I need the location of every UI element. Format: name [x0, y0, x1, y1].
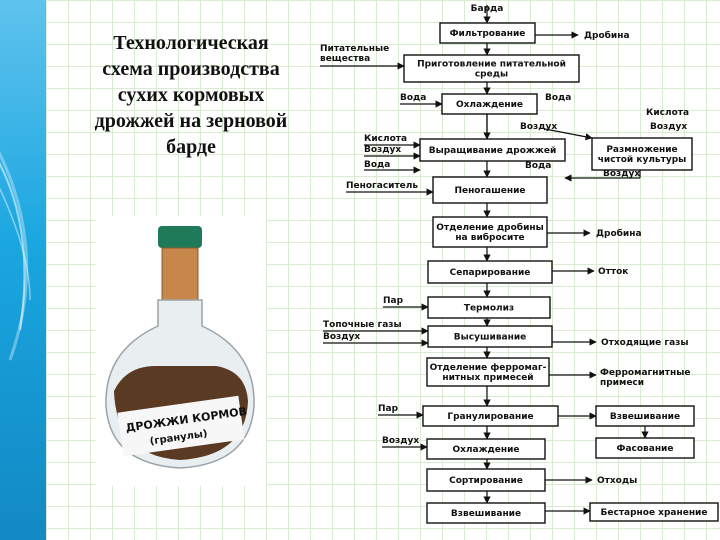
input-label: Воздух	[323, 332, 360, 342]
output-label: Отходы	[597, 476, 637, 486]
process-step-box	[403, 54, 580, 83]
input-label: Вода	[525, 161, 551, 171]
input-label: Барда	[471, 4, 504, 14]
process-step-box	[426, 502, 546, 524]
bottle-cap-icon	[158, 226, 202, 248]
side-step-label: Взвешивание	[610, 412, 680, 422]
side-step-box	[591, 137, 693, 171]
process-step-box	[419, 138, 566, 162]
process-step-box	[426, 468, 546, 492]
process-step-box	[432, 176, 548, 204]
input-label: Воздух	[650, 122, 687, 132]
output-label: Дробина	[596, 228, 642, 239]
process-step-label: Выращивание дрожжей	[429, 146, 557, 156]
output-label: Дробина	[584, 30, 630, 41]
process-step-box	[426, 357, 550, 387]
flow-arrow	[544, 128, 593, 141]
output-label: Отходящие газы	[601, 338, 689, 348]
output-label: Отток	[598, 267, 628, 277]
input-label: Пар	[383, 296, 404, 306]
process-step-label: Термолиз	[464, 304, 514, 314]
process-step-label: Пеногашение	[454, 186, 525, 196]
side-step-box	[589, 502, 719, 522]
process-step-box	[422, 405, 559, 427]
process-step-label: Сепарирование	[450, 268, 531, 278]
input-label: Топочные газы	[323, 320, 402, 330]
input-label: Воздух	[382, 436, 419, 446]
bottle-label-icon	[117, 395, 245, 457]
process-step-box	[432, 216, 548, 248]
input-label: Воздух	[364, 145, 401, 155]
yeast-bottle-photo: ДРОЖЖИ КОРМОВ (гранулы)	[96, 216, 266, 486]
input-label: Воздух	[520, 122, 557, 132]
process-step-label: Охлаждение	[452, 445, 519, 455]
input-label: Вода	[400, 93, 426, 103]
input-label: Пар	[378, 404, 399, 414]
process-step-box	[441, 93, 538, 115]
input-label: Вода	[364, 160, 390, 170]
process-step-label: Гранулирование	[447, 412, 533, 422]
process-step-label: Высушивание	[454, 333, 526, 343]
process-step-label: Фильтрование	[450, 29, 526, 39]
decorative-curves-icon	[0, 151, 31, 361]
process-step-box	[426, 438, 546, 460]
decorative-blue-band	[0, 0, 46, 540]
process-step-box	[439, 22, 536, 44]
input-label: Пеногаситель	[346, 181, 418, 191]
flow-lines	[320, 5, 649, 515]
side-step-label: Фасование	[617, 444, 674, 454]
process-step-label: Сортирование	[449, 476, 523, 486]
side-step-box	[595, 437, 695, 459]
input-label: Воздух	[603, 169, 640, 179]
process-step-label: Взвешивание	[451, 509, 521, 519]
process-step-box	[427, 325, 553, 348]
slide-title: Технологическая схема производства сухих…	[94, 32, 288, 158]
process-step-box	[427, 260, 553, 284]
side-step-label: Бестарное хранение	[601, 508, 708, 518]
process-step-box	[427, 296, 551, 319]
side-step-box	[595, 405, 695, 427]
input-label: Кислота	[364, 134, 407, 144]
input-label: Кислота	[646, 108, 689, 118]
process-step-label: Отделение ферромаг-нитных примесей	[430, 363, 547, 383]
process-step-label: Охлаждение	[456, 100, 523, 110]
input-label: Вода	[545, 93, 571, 103]
